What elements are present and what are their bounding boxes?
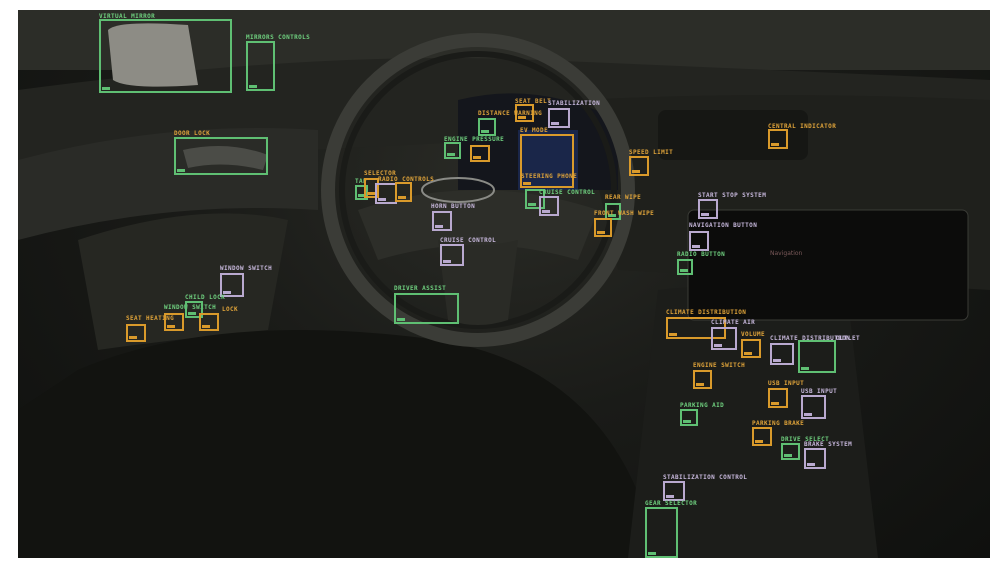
driver-assist-label: DRIVER ASSIST: [394, 285, 447, 292]
seat-belt-box: [515, 104, 534, 122]
start-stop-system-label: START STOP SYSTEM: [698, 192, 767, 199]
usb-input-2-box: [801, 395, 826, 419]
parking-aid-box: [680, 409, 698, 426]
lock-label: LOCK: [222, 306, 239, 313]
radio-controls-box: [375, 183, 397, 204]
car-interior-photo: VIRTUAL MIRROR MIRRORS CONTROLS DOOR LOC…: [18, 10, 990, 558]
climate-distribution-2-label: CLIMATE DISTRIBUTION: [770, 335, 851, 342]
ev-mode-box: [520, 134, 574, 188]
cruise-control-box: [440, 244, 464, 266]
climate-air-box: [711, 327, 737, 350]
speed-limit-box: [629, 156, 649, 176]
radio-controls-label: RADIO CONTROLS: [378, 176, 435, 183]
engine-pressure-box-2: [470, 145, 490, 162]
usb-input-box: [768, 388, 788, 408]
child-lock-label: CHILD LOCK: [185, 294, 226, 301]
window-switch-2-box: [164, 313, 184, 331]
cruise-control-small-box: [539, 196, 559, 216]
outlet-label: OUTLET: [836, 335, 861, 342]
stabilization-box: [548, 108, 570, 128]
door-lock-label: DOOR LOCK: [174, 130, 211, 137]
steering-phone-box: [525, 189, 545, 209]
stabilization-label: STABILIZATION: [548, 100, 601, 107]
distance-warning-label: DISTANCE WARNING: [478, 110, 543, 117]
climate-air-label: CLIMATE AIR: [711, 319, 756, 326]
brake-system-box: [804, 448, 826, 469]
drive-select-box: [781, 443, 800, 460]
mirrors-controls-box: [246, 41, 275, 91]
radio-button-box: [677, 259, 693, 275]
radio-controls-box-2: [395, 182, 412, 202]
infotainment-navigation-text: Navigation: [770, 250, 803, 257]
steering-phone-label: STEERING PHONE: [521, 173, 578, 180]
navigation-button-label: NAVIGATION BUTTON: [689, 222, 758, 229]
volume-box: [741, 339, 761, 358]
radio-button-label: RADIO BUTTON: [677, 251, 726, 258]
seat-belt-label: SEAT BELT: [515, 98, 552, 105]
engine-pressure-label: ENGINE PRESSURE: [444, 136, 505, 143]
parking-aid-label: PARKING AID: [680, 402, 725, 409]
climate-distribution-2-box: [770, 343, 794, 365]
mirrors-controls-label: MIRRORS CONTROLS: [246, 34, 311, 41]
horn-button-label: HORN BUTTON: [431, 203, 476, 210]
gear-selector-label: GEAR SELECTOR: [645, 500, 698, 507]
engine-switch-box: [693, 370, 712, 389]
window-switch-label: WINDOW SWITCH: [220, 265, 273, 272]
start-stop-system-box: [698, 199, 718, 219]
stabilization-control-box: [663, 481, 685, 501]
gear-selector-box: [645, 507, 678, 558]
driver-assist-box: [394, 293, 459, 324]
usb-input-label: USB INPUT: [768, 380, 805, 387]
cruise-control-label: CRUISE CONTROL: [440, 237, 497, 244]
climate-distribution-label: CLIMATE DISTRIBUTION: [666, 309, 747, 316]
rear-wipe-label: REAR WIPE: [605, 194, 642, 201]
central-indicator-label: CENTRAL INDICATOR: [768, 123, 837, 130]
seat-heating-box: [126, 324, 146, 342]
brake-system-label: BRAKE SYSTEM: [804, 441, 853, 448]
engine-switch-label: ENGINE SWITCH: [693, 362, 746, 369]
outlet-box: [798, 340, 836, 373]
window-switch-box: [220, 273, 244, 297]
door-lock-box: [174, 137, 268, 175]
cruise-control-small-label: CRUISE CONTROL: [539, 189, 596, 196]
distance-warning-box: [478, 118, 496, 136]
child-lock-box: [185, 301, 203, 318]
rear-wipe-box: [605, 203, 621, 220]
navigation-button-box: [689, 231, 709, 251]
virtual-mirror-box: [99, 19, 232, 93]
drive-select-label: DRIVE SELECT: [781, 436, 830, 443]
seat-heating-label: SEAT HEATING: [126, 315, 175, 322]
parking-brake-box: [752, 427, 772, 446]
usb-input-2-label: USB INPUT: [801, 388, 838, 395]
stabilization-control-label: STABILIZATION CONTROL: [663, 474, 748, 481]
central-indicator-box: [768, 129, 788, 149]
virtual-mirror-label: VIRTUAL MIRROR: [99, 13, 156, 20]
lock-box: [199, 313, 219, 331]
volume-label: VOLUME: [741, 331, 766, 338]
speed-limit-label: SPEED LIMIT: [629, 149, 674, 156]
tap-label: TAP: [355, 178, 368, 185]
parking-brake-label: PARKING BRAKE: [752, 420, 805, 427]
selector-label: SELECTOR: [364, 170, 397, 177]
window-switch-2-label: WINDOW SWITCH: [164, 304, 217, 311]
horn-button-box: [432, 211, 452, 231]
ev-mode-label: EV MODE: [520, 127, 549, 134]
front-wash-wipe-box: [594, 218, 612, 237]
front-wash-wipe-label: FRONT WASH WIPE: [594, 210, 655, 217]
selector-box: [364, 178, 379, 198]
engine-pressure-box: [444, 142, 461, 159]
